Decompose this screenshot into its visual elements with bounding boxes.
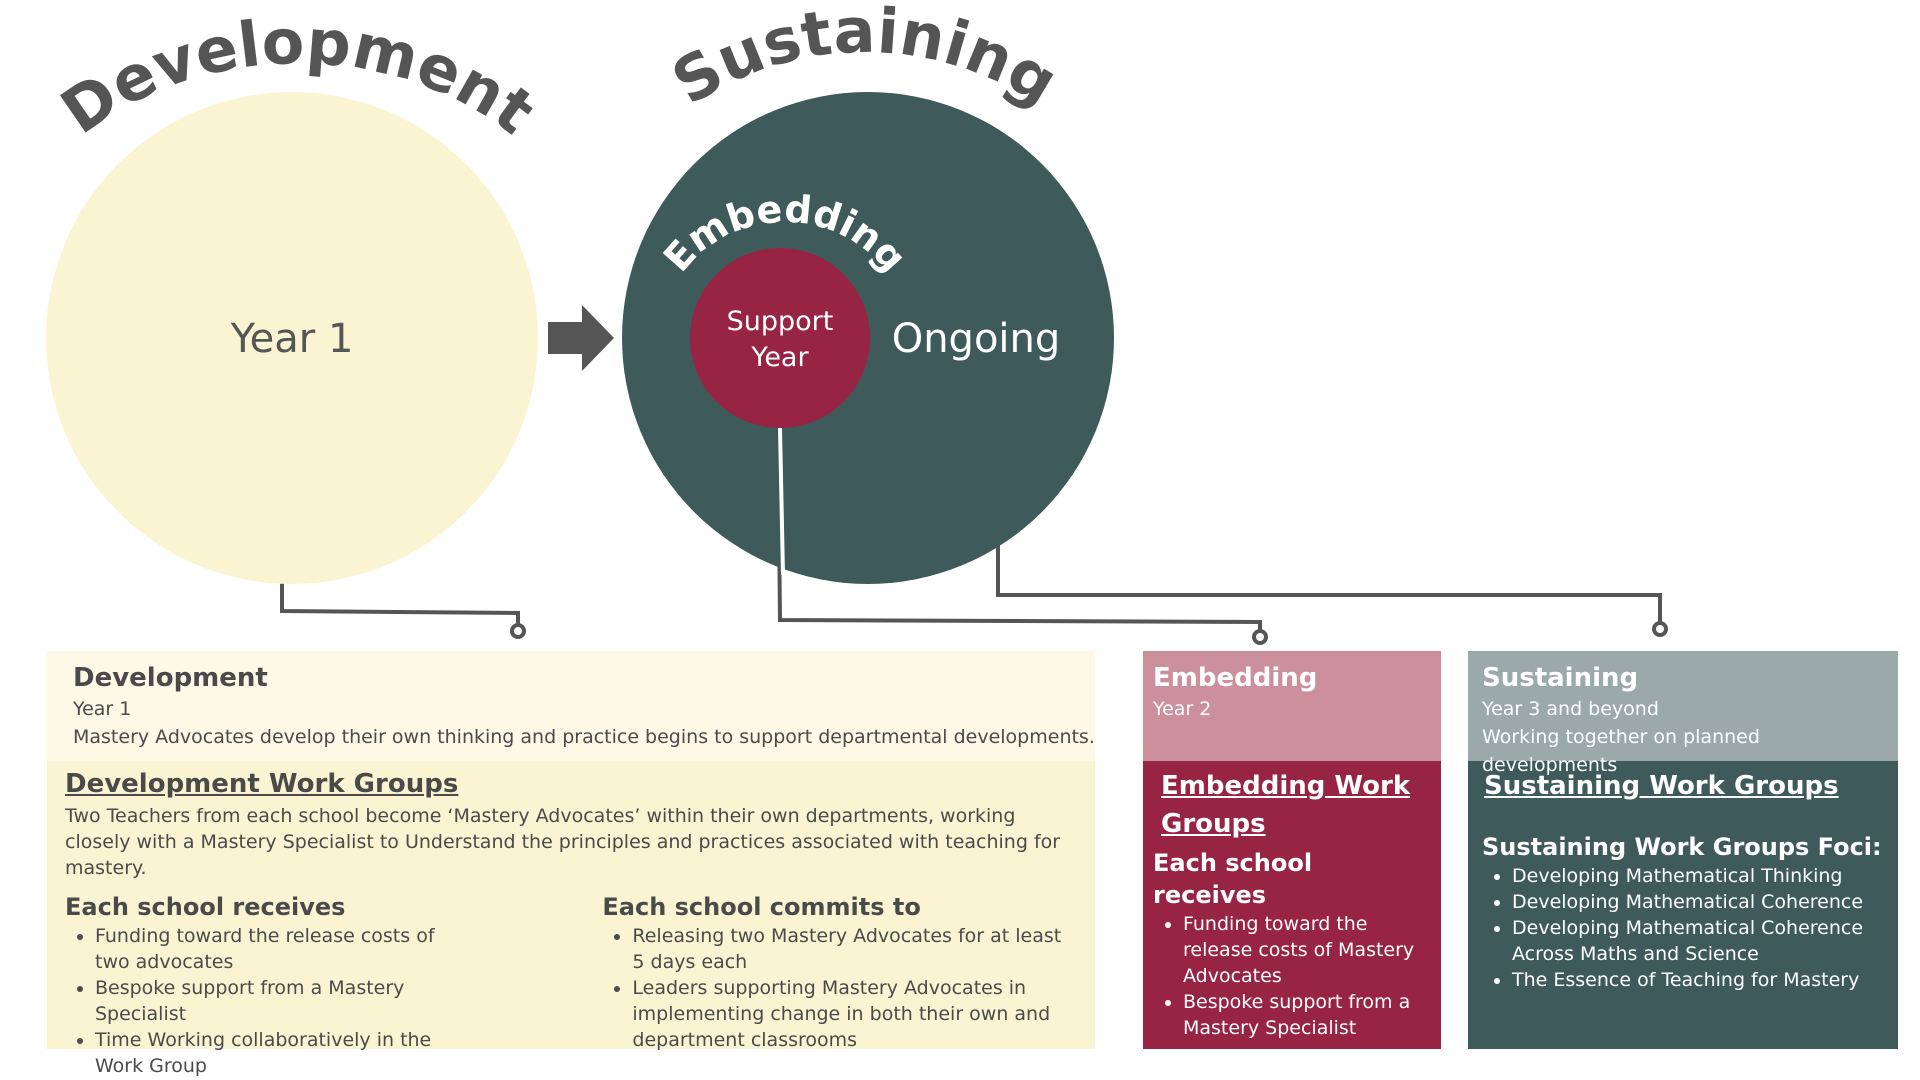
sustaining-panel-year: Year 3 and beyond bbox=[1482, 698, 1659, 720]
sustaining-connector-line bbox=[996, 538, 1662, 625]
receives-heading: Each school receives bbox=[65, 893, 346, 921]
list-item: Funding toward the release costs of two … bbox=[95, 923, 460, 975]
development-panel: Development Year 1 Mastery Advocates dev… bbox=[47, 651, 1095, 1077]
embedding-panel-year: Year 2 bbox=[1153, 698, 1212, 720]
receives-list: Funding toward the release costs of two … bbox=[65, 923, 460, 1079]
sustaining-panel-body: Sustaining Work Groups Sustaining Work G… bbox=[1468, 767, 1898, 993]
ongoing-label: Ongoing bbox=[892, 316, 1061, 362]
sustaining-foci-list: Developing Mathematical Thinking Develop… bbox=[1482, 863, 1888, 993]
development-work-groups-text: Two Teachers from each school become ‘Ma… bbox=[65, 805, 1061, 879]
embedding-work-groups-link[interactable]: Embedding Work Groups bbox=[1161, 771, 1411, 839]
development-panel-header: Development Year 1 Mastery Advocates dev… bbox=[47, 651, 1095, 761]
development-connector-node bbox=[510, 623, 526, 639]
development-panel-body: Development Work Groups Two Teachers fro… bbox=[47, 765, 1095, 1079]
embedding-receives-list: Funding toward the release costs of Mast… bbox=[1153, 911, 1427, 1041]
support-year-label-line2: Year bbox=[750, 342, 809, 373]
commits-heading: Each school commits to bbox=[602, 893, 921, 921]
embedding-receives-heading: Each school receives bbox=[1153, 849, 1313, 909]
list-item: Developing Mathematical Coherence Across… bbox=[1512, 915, 1888, 967]
list-item: Developing Mathematical Thinking bbox=[1512, 863, 1888, 889]
list-item: Bespoke support from a Mastery Specialis… bbox=[1183, 989, 1427, 1041]
development-connector-line bbox=[280, 578, 520, 627]
embedding-connector-node bbox=[1252, 629, 1268, 645]
embedding-panel-header: Embedding Year 2 bbox=[1143, 651, 1441, 761]
sustaining-panel-header: Sustaining Year 3 and beyond Working tog… bbox=[1468, 651, 1898, 776]
embedding-panel: Embedding Year 2 Embedding Work Groups E… bbox=[1143, 651, 1441, 1049]
list-item: Time Working collaboratively in the Work… bbox=[95, 1027, 460, 1079]
list-item: The Essence of Teaching for Mastery bbox=[1512, 967, 1888, 993]
development-panel-description: Mastery Advocates develop their own thin… bbox=[73, 726, 1095, 748]
support-year-circle bbox=[690, 248, 870, 428]
list-item: Funding toward the release costs of Mast… bbox=[1183, 911, 1427, 989]
sustaining-work-groups-link[interactable]: Sustaining Work Groups bbox=[1484, 771, 1839, 801]
sustaining-panel-title: Sustaining bbox=[1482, 663, 1639, 693]
embedding-panel-title: Embedding bbox=[1153, 663, 1318, 693]
support-year-stem bbox=[778, 427, 785, 576]
development-panel-title: Development bbox=[73, 663, 268, 693]
arrow-icon bbox=[548, 305, 614, 371]
receives-column: Each school receives Funding toward the … bbox=[65, 891, 460, 1079]
sustaining-connector-node bbox=[1652, 621, 1668, 637]
commits-list: Releasing two Mastery Advocates for at l… bbox=[602, 923, 1065, 1053]
embedding-panel-body: Embedding Work Groups Each school receiv… bbox=[1143, 767, 1441, 1041]
list-item: Bespoke support from a Mastery Specialis… bbox=[95, 975, 460, 1027]
development-circle bbox=[46, 92, 538, 584]
year1-label: Year 1 bbox=[230, 316, 354, 362]
commits-column: Each school commits to Releasing two Mas… bbox=[602, 891, 1065, 1079]
list-item: Developing Mathematical Coherence bbox=[1512, 889, 1888, 915]
development-panel-year: Year 1 bbox=[73, 698, 132, 720]
development-work-groups-link[interactable]: Development Work Groups bbox=[65, 769, 459, 799]
support-year-label-line1: Support bbox=[727, 306, 834, 337]
list-item: Leaders supporting Mastery Advocates in … bbox=[632, 975, 1065, 1053]
sustaining-panel-description: Working together on planned developments bbox=[1482, 726, 1760, 776]
development-columns: Each school receives Funding toward the … bbox=[65, 891, 1065, 1079]
list-item: Releasing two Mastery Advocates for at l… bbox=[632, 923, 1065, 975]
sustaining-foci-heading: Sustaining Work Groups Foci: bbox=[1482, 833, 1882, 861]
sustaining-panel: Sustaining Year 3 and beyond Working tog… bbox=[1468, 651, 1898, 1049]
